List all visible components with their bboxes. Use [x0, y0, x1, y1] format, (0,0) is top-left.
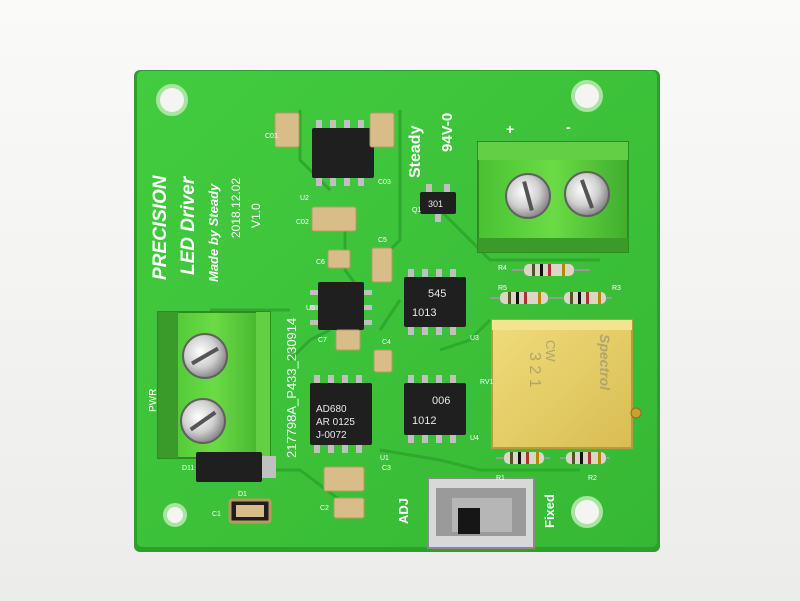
ref-d11: D11	[182, 465, 194, 472]
pwr-label: PWR	[148, 389, 159, 412]
ref-d1: D1	[238, 491, 247, 498]
version-label: V1.0	[249, 203, 263, 228]
q1-marking: 301	[428, 199, 443, 209]
mounting-hole-bottom-right	[571, 496, 603, 528]
switch-knob	[458, 508, 480, 534]
resistors	[490, 264, 612, 464]
u1-marking-2: AR 0125	[316, 417, 355, 428]
trimmer-brand: Spectrol	[597, 334, 613, 391]
ref-c7: C7	[318, 337, 327, 344]
mounting-hole-top-right	[571, 80, 603, 112]
ref-r1: R1	[496, 475, 505, 482]
ref-c03: C03	[378, 179, 391, 186]
ref-rv1: RV1	[480, 379, 494, 386]
ref-c01: C01	[265, 133, 278, 140]
adj-label: ADJ	[396, 498, 411, 524]
silkscreen: PRECISION LED Driver Made by Steady 2018…	[148, 113, 621, 528]
ref-u1: U1	[380, 455, 389, 462]
ref-c6: C6	[316, 259, 325, 266]
chip-markings: 545 1013 006 1012 AD680 AR 0125 J-0072 3…	[316, 199, 450, 441]
ref-u3: U3	[470, 335, 479, 342]
terminal-block-output	[477, 141, 629, 253]
title-led-driver: LED Driver	[178, 175, 199, 275]
mounting-hole-bottom-left	[163, 503, 187, 527]
mounting-hole-top-left	[156, 84, 188, 116]
title-precision: PRECISION	[150, 174, 171, 280]
u4-marking-bottom: 1012	[412, 415, 436, 427]
terminal-block-power	[157, 311, 271, 459]
u3-marking-bottom: 1013	[412, 307, 436, 319]
rating-94v0: 94V-0	[439, 113, 456, 152]
brand-steady: Steady	[407, 125, 424, 178]
u3-marking-top: 545	[428, 288, 446, 300]
fixed-label: Fixed	[542, 494, 557, 528]
trimmer-screw	[630, 407, 642, 419]
capacitors	[228, 112, 395, 524]
ref-r4: R4	[498, 265, 507, 272]
ref-r5: R5	[498, 285, 507, 292]
u1-marking-3: J-0072	[316, 430, 347, 441]
ref-c5: C5	[378, 237, 387, 244]
ref-c2: C2	[320, 505, 329, 512]
plus-sign: +	[506, 121, 514, 137]
ref-q1: Q1	[412, 207, 421, 214]
made-by-label: Made by Steady	[206, 183, 221, 282]
date-label: 2018.12.02	[229, 178, 243, 238]
u1-marking-1: AD680	[316, 404, 347, 415]
ref-c3: C3	[382, 465, 391, 472]
ref-c4: C4	[382, 339, 391, 346]
ref-r3: R3	[612, 285, 621, 292]
slide-switch	[427, 477, 535, 549]
ref-u4: U4	[470, 435, 479, 442]
u4-marking-top: 006	[432, 395, 450, 407]
ref-u2: U2	[300, 195, 309, 202]
trimmer-pins: 3 2 1	[526, 352, 543, 388]
trimmer-potentiometer	[491, 319, 642, 449]
ic-chips	[196, 120, 466, 482]
minus-sign: -	[566, 119, 571, 135]
trimmer-markings: CW 3 2 1 Spectrol RV1	[480, 334, 613, 391]
serial-label: 217798A_P433_230914	[284, 318, 299, 458]
ref-c1: C1	[212, 511, 221, 518]
ref-c02: C02	[296, 219, 309, 226]
trimmer-cw: CW	[543, 340, 558, 362]
ref-r2: R2	[588, 475, 597, 482]
ref-u5: U5	[306, 305, 315, 312]
